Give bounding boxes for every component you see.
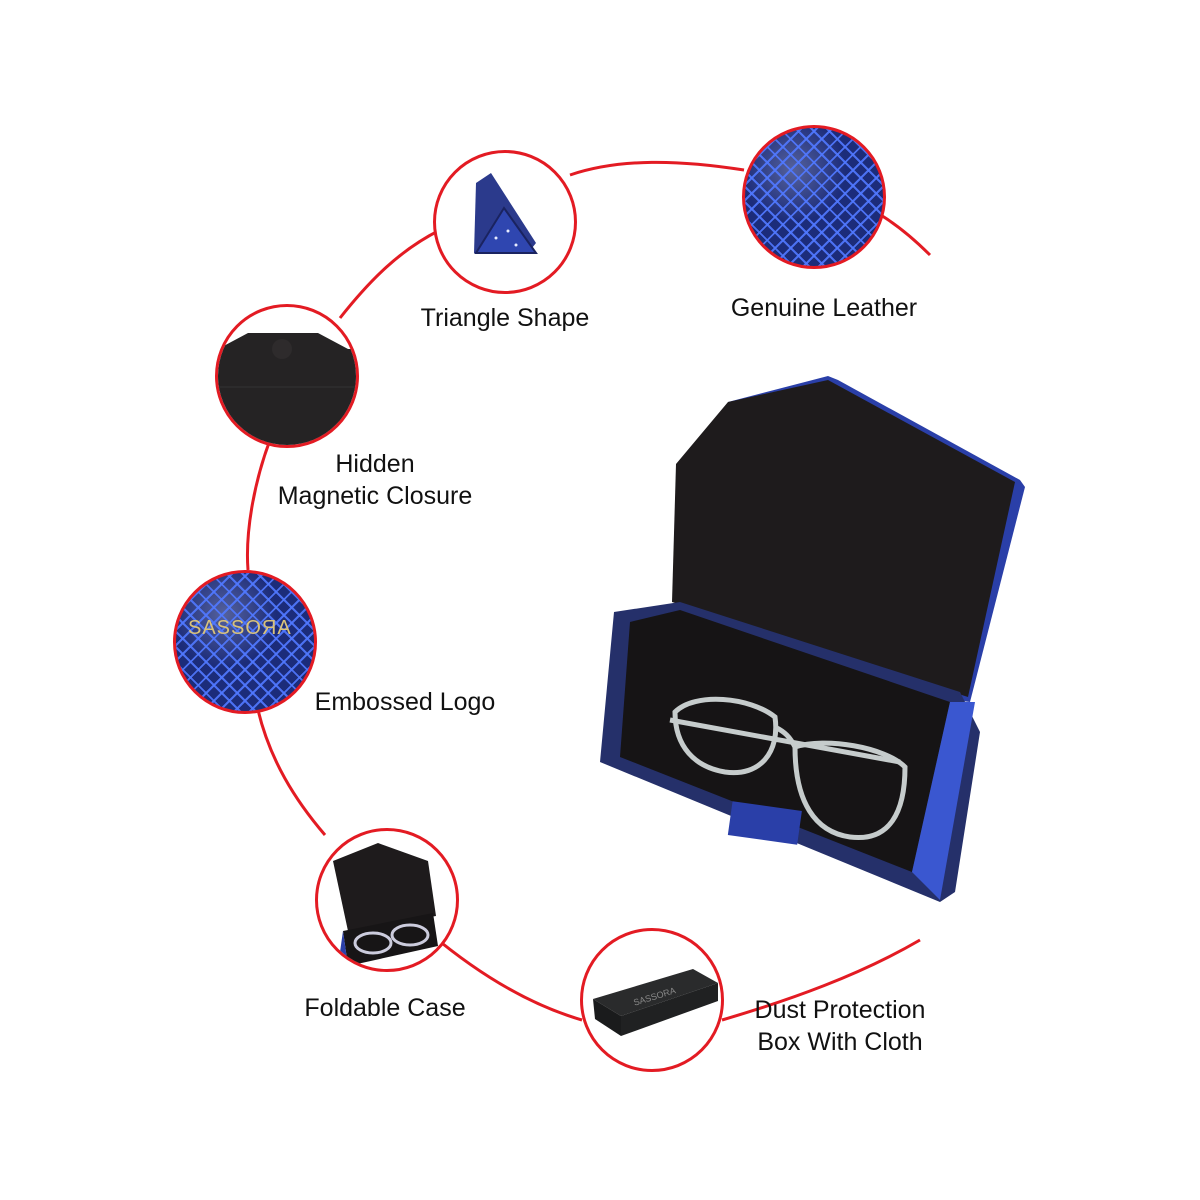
- triangle-shape-image: [433, 150, 577, 294]
- embossed-logo-label: Embossed Logo: [314, 688, 496, 716]
- dust-box-label-line2: Box With Cloth: [757, 1028, 923, 1056]
- magnetic-closure-label-line1: Hidden: [335, 450, 415, 478]
- triangle-shape-label: Triangle Shape: [420, 304, 590, 332]
- embossed-logo-image: SASSOЯA: [173, 570, 317, 714]
- eyeglasses-icon: [669, 696, 908, 841]
- triangle-case-icon: [474, 173, 538, 254]
- dust-box-label-line1: Dust Protection: [754, 996, 926, 1024]
- dust-box-label: Dust Protection Box With Cloth: [735, 994, 945, 1058]
- case-flap-icon: [218, 333, 356, 445]
- magnetic-closure-label-line2: Magnetic Closure: [277, 482, 473, 510]
- foldable-case-label: Foldable Case: [304, 994, 466, 1022]
- open-case-icon: [333, 843, 438, 966]
- genuine-leather-image: [742, 125, 886, 269]
- dust-box-image: SASSORA: [580, 928, 724, 1072]
- magnetic-closure-label: Hidden Magnetic Closure: [255, 448, 495, 512]
- gift-box-icon: SASSORA: [593, 969, 718, 1036]
- magnetic-closure-image: [215, 304, 359, 448]
- main-product-image: [600, 376, 1025, 902]
- foldable-case-image: [315, 828, 459, 972]
- brand-logo-text: SASSOЯA: [188, 617, 292, 639]
- genuine-leather-label: Genuine Leather: [730, 294, 918, 322]
